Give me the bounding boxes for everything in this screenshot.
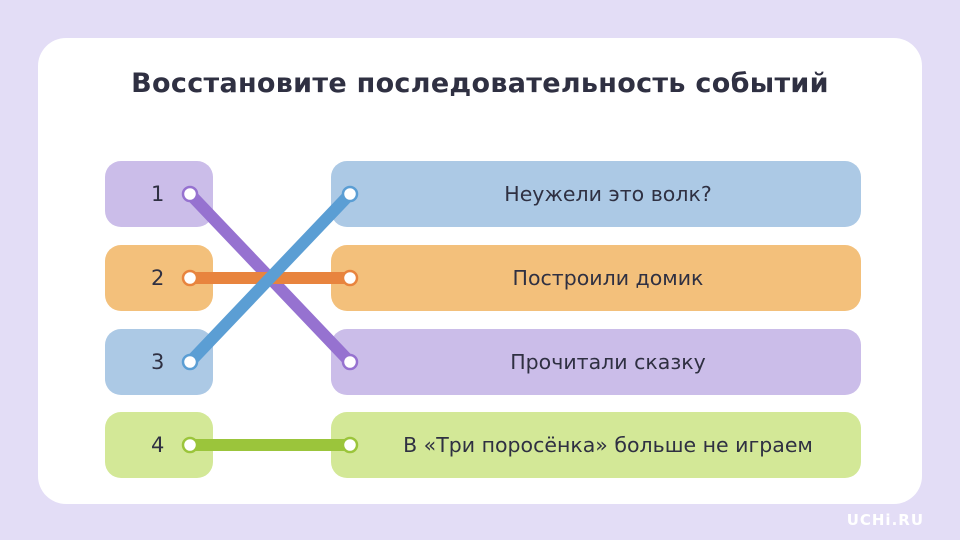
connector-dot-left-2[interactable] xyxy=(181,269,199,287)
connector-dot-left-1[interactable] xyxy=(181,185,199,203)
connector-dot-right-4[interactable] xyxy=(341,436,359,454)
connection-line-3[interactable] xyxy=(184,188,356,368)
connector-dot-right-2[interactable] xyxy=(341,269,359,287)
uchi-ru-logo: UCHi.RU xyxy=(846,511,924,529)
event-item-house[interactable]: Построили домик xyxy=(331,245,861,311)
event-item-wolf[interactable]: Неужели это волк? xyxy=(331,161,861,227)
number-item-4[interactable]: 4 xyxy=(105,412,213,478)
event-item-read-tale[interactable]: Прочитали сказку xyxy=(331,329,861,395)
page-title: Восстановите последовательность событий xyxy=(131,68,829,99)
event-item-no-more-play[interactable]: В «Три поросёнка» больше не играем xyxy=(331,412,861,478)
connector-dot-left-4[interactable] xyxy=(181,436,199,454)
connector-dot-right-1[interactable] xyxy=(341,185,359,203)
connector-dot-left-3[interactable] xyxy=(181,353,199,371)
connector-dot-right-3[interactable] xyxy=(341,353,359,371)
